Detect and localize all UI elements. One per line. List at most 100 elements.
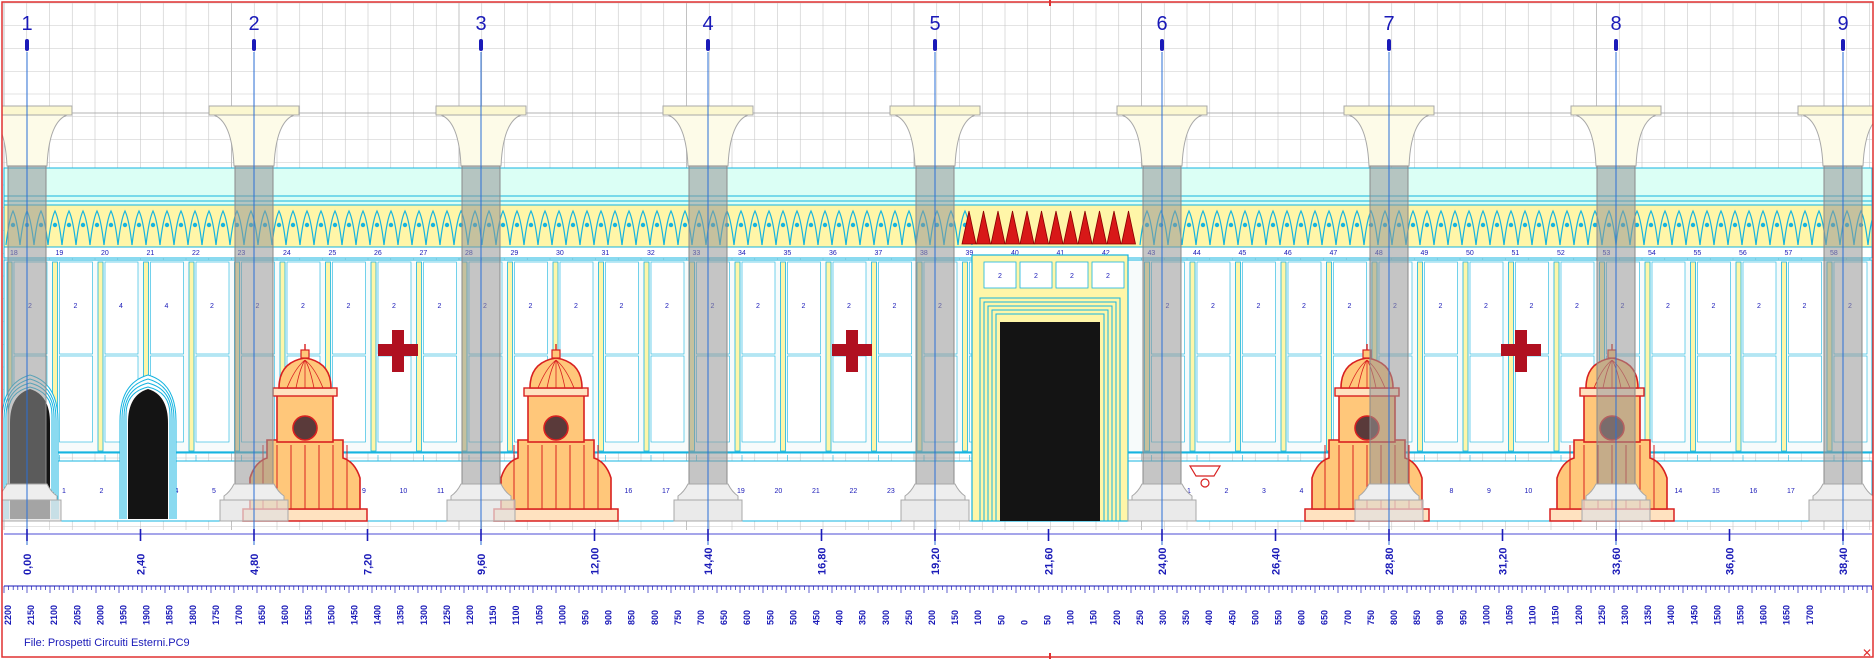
ruler-label: 1600 <box>280 605 290 625</box>
frieze-dot <box>864 222 870 228</box>
arch-molding <box>121 378 175 519</box>
frieze-arch <box>1559 209 1575 246</box>
ruler-label: 100 <box>973 610 983 625</box>
panel-pilaster <box>780 261 786 452</box>
base-panel-number: 11 <box>437 488 444 495</box>
panel-code: 2 <box>438 303 442 310</box>
ruler-label: 1000 <box>557 605 567 625</box>
panel-lower <box>787 355 821 443</box>
panel-lower <box>59 355 93 443</box>
frieze-arch <box>1279 209 1295 246</box>
frieze-number: 19 <box>56 250 64 257</box>
frieze-arch <box>663 209 679 246</box>
frieze-dot <box>1648 222 1654 228</box>
frieze-arch <box>1755 209 1771 246</box>
frieze-number: 54 <box>1648 250 1656 257</box>
frieze-arch <box>1517 209 1533 246</box>
kiosk-cornice <box>523 387 589 397</box>
panel-code: 2 <box>574 303 578 310</box>
frieze-arch <box>873 209 889 246</box>
red-triangle-ornament <box>976 210 991 245</box>
ruler-label: 1200 <box>1574 605 1584 625</box>
panel-lower <box>1196 355 1231 443</box>
frieze-arch <box>509 209 525 246</box>
panel-pilaster <box>370 261 377 452</box>
panel-upper <box>559 261 594 355</box>
frieze-number: 52 <box>1557 250 1565 257</box>
frieze-dot <box>1312 222 1318 228</box>
frieze-number: 55 <box>1694 250 1702 257</box>
frieze-number: 32 <box>647 250 655 257</box>
frieze-arch <box>1643 209 1659 246</box>
frieze-arch <box>1307 209 1323 246</box>
panel-upper <box>1242 261 1276 355</box>
frieze-dot <box>150 222 156 228</box>
panel-code: 2 <box>347 303 351 310</box>
panel-lower <box>423 355 457 443</box>
red-triangle-ornament <box>1106 210 1122 245</box>
ruler-label: 50 <box>996 615 1006 625</box>
grid-axis-label: 3 <box>475 13 486 35</box>
frieze-dot <box>1704 222 1710 228</box>
frieze-arch <box>803 209 819 246</box>
frieze-number: 22 <box>192 250 200 257</box>
panel-upper <box>1287 261 1322 355</box>
frieze-arch <box>747 209 763 246</box>
frieze-arch <box>187 209 203 246</box>
dimension-label: 36,00 <box>1725 547 1737 575</box>
panel-code: 2 <box>847 303 851 310</box>
arch-molding <box>123 382 173 519</box>
frieze-arch <box>1713 209 1729 246</box>
ruler-label: 200 <box>927 610 937 625</box>
panel-pilaster <box>1508 261 1514 452</box>
dimension-label: 33,60 <box>1611 547 1623 575</box>
dimension-label: 38,40 <box>1838 547 1850 575</box>
ruler-label: 350 <box>858 610 868 625</box>
frieze-arch <box>1223 209 1239 246</box>
corner-cross-mark: ✕ <box>1862 646 1872 659</box>
frieze-number: 35 <box>784 250 792 257</box>
frieze-arch <box>789 209 805 246</box>
frieze-dot <box>108 222 114 228</box>
ruler-label: 950 <box>581 610 591 625</box>
transom-panel <box>983 261 1017 289</box>
column-capital <box>2 114 68 167</box>
frieze-arch <box>1489 209 1505 246</box>
frieze-arch <box>397 209 413 246</box>
panel-pilaster <box>1417 261 1423 452</box>
ruler-label: 600 <box>1297 610 1307 625</box>
dimension-label: 4,80 <box>249 554 261 575</box>
frieze-number: 24 <box>283 250 291 257</box>
red-cross-ornament <box>832 330 872 372</box>
panel-lower <box>1287 355 1322 443</box>
ruler-label: 500 <box>788 610 798 625</box>
panel-code: 2 <box>1257 303 1261 310</box>
frieze-dot <box>1746 222 1752 228</box>
ruler-label: 700 <box>696 610 706 625</box>
frieze-dot <box>220 222 226 228</box>
frieze-arch <box>1685 209 1701 246</box>
red-triangle-ornament <box>1077 210 1093 245</box>
frieze-dot <box>80 222 86 228</box>
panel-code: 2 <box>1302 303 1306 310</box>
frieze-number: 45 <box>1239 250 1247 257</box>
panel-upper <box>741 261 776 355</box>
frieze-arch <box>1699 209 1715 246</box>
ruler-label: 550 <box>765 610 775 625</box>
dimension-label: 14,40 <box>703 547 715 575</box>
kiosk-cornice <box>272 387 338 397</box>
frieze-dot <box>1480 222 1486 228</box>
frieze-arch <box>1209 209 1225 246</box>
ruler-label: 1100 <box>1528 605 1538 625</box>
red-triangle-ornament <box>990 210 1006 245</box>
frieze-dot <box>514 222 520 228</box>
ruler-label: 1550 <box>1736 605 1746 625</box>
frieze-arch <box>1797 209 1813 246</box>
frieze-number: 46 <box>1284 250 1292 257</box>
ruler-label: 2000 <box>95 605 105 625</box>
frieze-number: 42 <box>1102 250 1110 257</box>
